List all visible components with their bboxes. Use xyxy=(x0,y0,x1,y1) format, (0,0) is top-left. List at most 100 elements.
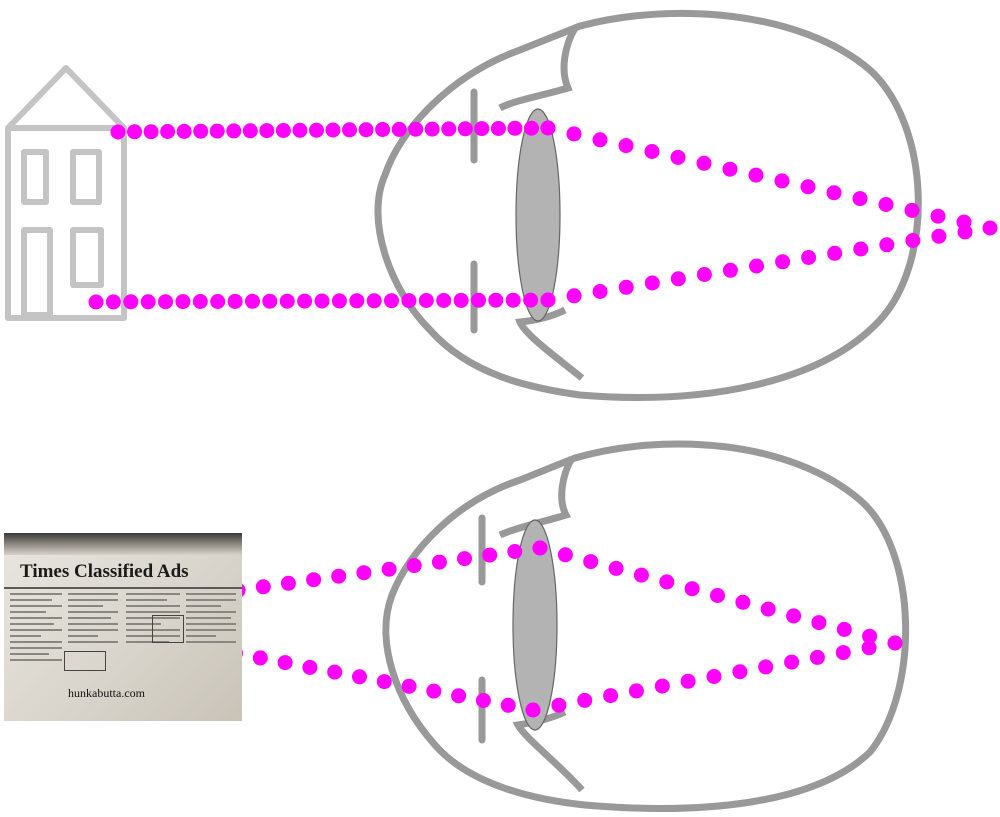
ray-dot xyxy=(982,220,998,236)
ray-dot xyxy=(375,122,391,137)
ray-dot xyxy=(474,121,490,137)
bottom-lens xyxy=(512,519,558,731)
ray-dot xyxy=(618,138,634,154)
ray-dot xyxy=(659,574,675,590)
ray-dot xyxy=(358,122,374,138)
ray-dot xyxy=(957,224,973,240)
ray-dot xyxy=(210,294,226,309)
ray-dot xyxy=(482,547,498,563)
ray-dot xyxy=(722,161,738,177)
ray-dot xyxy=(862,628,878,644)
ray-dot xyxy=(401,678,417,694)
ray-dot xyxy=(352,669,367,685)
ray-dot xyxy=(309,122,324,138)
ray-dot xyxy=(836,621,852,637)
newspaper-ad-box xyxy=(152,615,184,643)
ray-dot xyxy=(603,688,619,704)
ray-dot xyxy=(654,678,670,694)
bottom-cornea-lower xyxy=(512,708,585,793)
ray-dot xyxy=(633,567,649,583)
ray-dot xyxy=(732,664,748,680)
ray-dot xyxy=(540,292,556,308)
ray-dot xyxy=(123,294,139,310)
ray-dot xyxy=(879,237,895,253)
newspaper-credit: hunkabutta.com xyxy=(68,686,145,700)
ray-dot xyxy=(143,124,159,140)
ray-dot xyxy=(930,208,946,224)
ray-dot xyxy=(801,250,817,265)
ray-dot xyxy=(706,669,722,684)
ray-dot xyxy=(471,292,486,308)
top-cornea-upper xyxy=(498,26,579,112)
ray-dot xyxy=(384,293,399,309)
ray-dot xyxy=(280,575,296,591)
ray-dot xyxy=(418,293,434,308)
ray-dot xyxy=(242,123,258,139)
ray-dot xyxy=(331,568,347,584)
ray-dot xyxy=(507,120,523,136)
ray-dot xyxy=(505,292,521,308)
ray-dot xyxy=(227,293,243,309)
ray-dot xyxy=(758,659,774,675)
ray-dot xyxy=(193,123,209,139)
ray-dot xyxy=(525,702,541,718)
ray-dot xyxy=(302,659,318,675)
ray-dot xyxy=(784,654,800,670)
ray-dot xyxy=(904,202,920,218)
ray-dot xyxy=(735,594,751,610)
ray-dot xyxy=(441,121,457,137)
newspaper-fold xyxy=(4,533,242,555)
ray-dot xyxy=(775,254,791,270)
ray-dot xyxy=(252,650,268,666)
ray-dot xyxy=(426,683,442,699)
ray-dot xyxy=(160,124,176,139)
top-eye xyxy=(374,9,922,401)
ray-dot xyxy=(226,123,242,139)
ray-dot xyxy=(490,121,506,136)
ray-dot xyxy=(507,544,523,559)
ray-dot xyxy=(557,547,573,563)
ray-dot xyxy=(878,197,894,212)
ray-dot xyxy=(592,132,608,148)
ray-dot xyxy=(524,120,539,136)
ray-dot xyxy=(475,693,491,708)
ray-dot xyxy=(436,293,452,308)
ray-dot xyxy=(327,664,343,680)
ray-dot xyxy=(356,565,372,581)
ray-dot xyxy=(861,640,877,656)
ray-dot xyxy=(722,262,738,278)
bottom-eye xyxy=(382,440,910,812)
newspaper-ad-box xyxy=(64,651,106,671)
ray-dot xyxy=(853,241,869,257)
ray-dot xyxy=(366,293,382,309)
top-cornea-lower xyxy=(515,306,585,381)
ray-dot xyxy=(376,674,392,690)
ray-dot xyxy=(342,122,357,138)
ray-dot xyxy=(583,554,599,570)
ray-dot xyxy=(453,292,469,308)
ray-dot xyxy=(176,123,192,139)
ray-dot xyxy=(105,294,121,310)
ray-dot xyxy=(760,601,776,617)
ray-dot xyxy=(749,258,764,274)
newspaper-column xyxy=(126,593,180,713)
ray-dot xyxy=(670,149,686,165)
ray-dot xyxy=(577,692,593,708)
ray-dot xyxy=(551,697,567,713)
ray-dot xyxy=(88,294,104,310)
ray-dot xyxy=(277,655,293,671)
ray-dot xyxy=(786,608,802,624)
ray-dot xyxy=(566,288,582,304)
ray-dot xyxy=(748,167,764,183)
ray-dot xyxy=(852,191,868,207)
ray-dot xyxy=(331,293,347,309)
bottom-cornea-upper xyxy=(498,456,576,539)
house-icon xyxy=(5,65,127,321)
ray-dot xyxy=(306,572,322,588)
ray-dot xyxy=(391,121,407,137)
newspaper-column xyxy=(68,593,118,713)
ray-dot xyxy=(401,293,417,309)
ray-dot xyxy=(262,293,278,309)
ray-dot xyxy=(811,615,827,631)
ray-dot xyxy=(566,126,582,142)
